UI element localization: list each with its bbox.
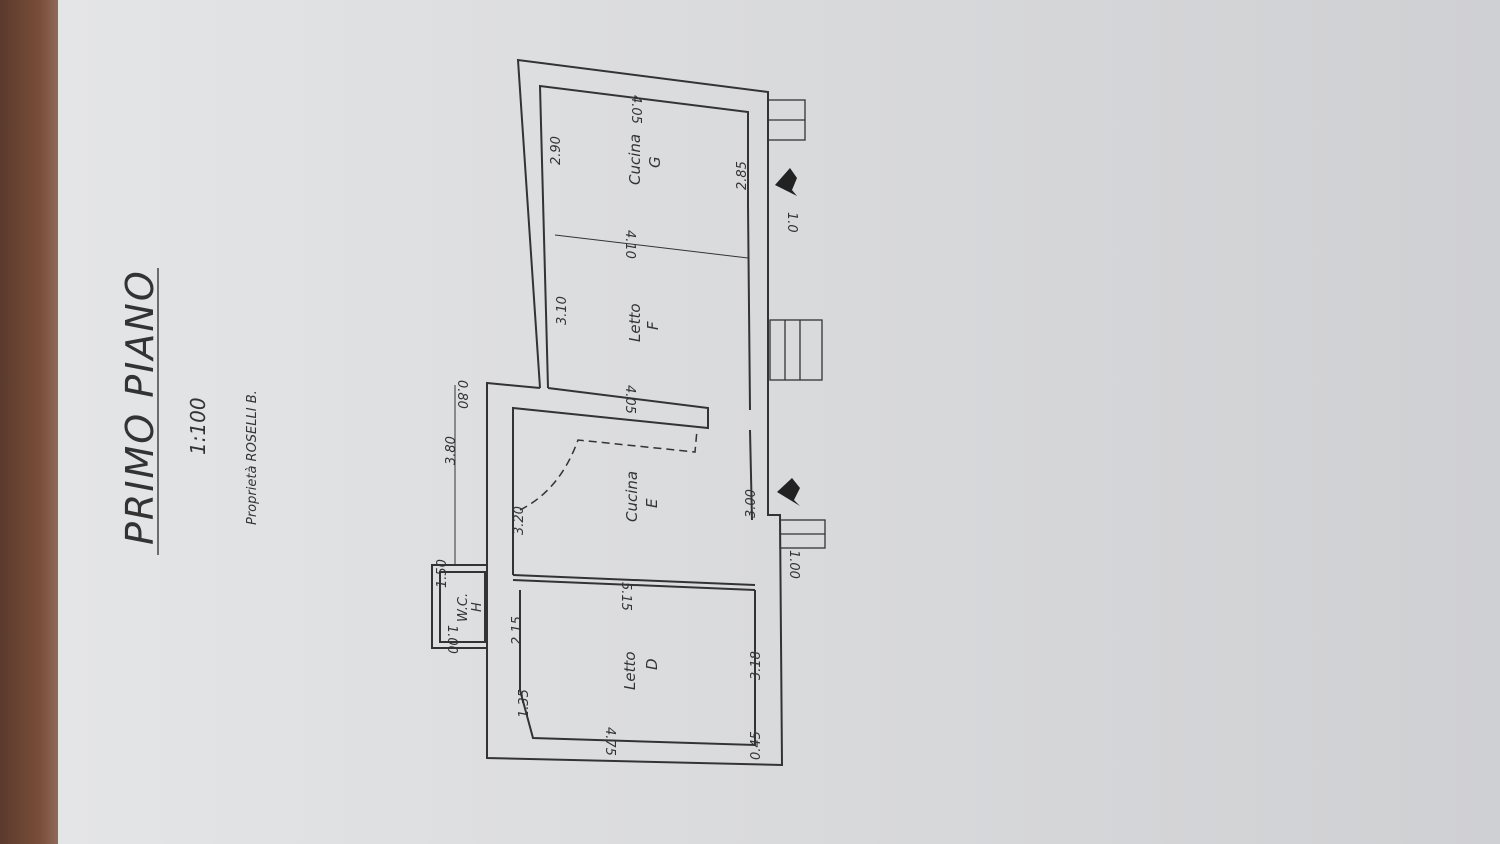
- dim-wc-w: 1.50: [435, 559, 450, 588]
- dim-g-left: 2.90: [549, 136, 564, 165]
- dim-f-bottom: 4.05: [622, 385, 637, 414]
- table-edge: [0, 0, 58, 844]
- room-name-wc-h: W.C.: [456, 593, 471, 622]
- owner-label: Proprietà ROSELLI B.: [245, 390, 260, 525]
- dim-outer-left: 3.80: [444, 436, 459, 465]
- dim-stair-top: 1.0: [784, 212, 799, 233]
- room-letter-f: F: [644, 321, 662, 330]
- walls: [431, 58, 784, 767]
- entrance-arrow-icon: [777, 478, 800, 506]
- dim-wc-h: 1.00: [444, 625, 459, 654]
- dim-d-diag: 1.35: [517, 689, 532, 718]
- entrance-arrow-icon: [775, 168, 797, 196]
- dim-e-left: 3.20: [512, 506, 527, 535]
- dim-g-f-wall: 4.10: [622, 230, 637, 259]
- paper-sheet: [58, 0, 1500, 844]
- dim-d-right: 3.18: [749, 651, 764, 680]
- dim-f-left: 3.10: [555, 296, 570, 325]
- dimension-labels: 4.05 2.90 2.85 4.10 1.0 3.10 4.05 0.80 3…: [435, 95, 801, 760]
- room-labels: Cucina G Letto F Cucina E Letto D W.C. H: [456, 134, 664, 690]
- room-name-letto-f: Letto: [626, 303, 644, 342]
- door-swing: [519, 429, 698, 511]
- dim-d-corner: 0.45: [749, 731, 764, 760]
- dim-e-right: 3.00: [744, 489, 759, 518]
- dim-e-d-wall: 5.15: [618, 582, 633, 611]
- room-letter-h: H: [470, 602, 485, 612]
- room-name-cucina-g: Cucina: [626, 134, 644, 185]
- dim-corner: 0.80: [454, 380, 469, 409]
- dim-g-right: 2.85: [735, 161, 750, 190]
- dim-d-left: 2.15: [510, 616, 525, 645]
- dim-stair-bottom: 1.00: [786, 550, 801, 579]
- plan-title: PRIMO PIANO: [118, 269, 162, 545]
- room-letter-d: D: [643, 658, 661, 670]
- stairs: [767, 99, 826, 549]
- room-name-letto-d: Letto: [621, 651, 639, 690]
- room-name-cucina-e: Cucina: [623, 471, 641, 522]
- title-block: PRIMO PIANO 1:100 Proprietà ROSELLI B.: [118, 268, 260, 555]
- scale-label: 1:100: [186, 397, 210, 455]
- dim-g-top: 4.05: [628, 95, 643, 124]
- room-letter-g: G: [646, 156, 664, 168]
- room-letter-e: E: [643, 498, 661, 508]
- dim-d-bottom: 4.75: [602, 727, 617, 756]
